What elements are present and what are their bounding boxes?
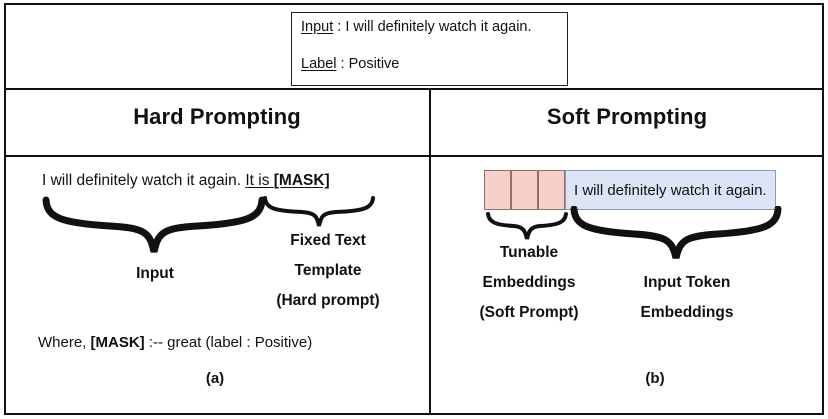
- label-fixed-text: Fixed Text: [290, 232, 366, 249]
- where-mask-token: [MASK]: [90, 334, 145, 351]
- hard-template-group: It is [MASK]: [245, 172, 329, 189]
- tunable-embedding-cell: [511, 170, 538, 210]
- example-input-value: I will definitely watch it again.: [345, 19, 532, 35]
- column-title-hard-prompting: Hard Prompting: [133, 104, 301, 129]
- brace-soft-input-token: [568, 206, 788, 264]
- brace-soft-tunable: [485, 212, 571, 242]
- input-token-embedding-box: I will definitely watch it again.: [565, 170, 776, 210]
- label-soft-prompt: (Soft Prompt): [479, 304, 579, 321]
- embedding-strip: I will definitely watch it again.: [484, 170, 776, 210]
- example-input-key: Input: [301, 19, 334, 35]
- label-tunable-embeddings: Embeddings: [482, 274, 576, 291]
- tunable-embedding-cell: [484, 170, 511, 210]
- example-input-line: Input : I will definitely watch it again…: [301, 20, 567, 35]
- subfigure-label-a: (a): [205, 370, 225, 387]
- where-prefix: Where,: [38, 334, 91, 351]
- divider-header: [6, 155, 824, 157]
- example-box: Input : I will definitely watch it again…: [291, 12, 568, 86]
- label-hard-prompt: (Hard prompt): [276, 292, 380, 309]
- example-label-line: Label : Positive: [301, 55, 567, 72]
- label-input-token-embeddings: Embeddings: [640, 304, 734, 321]
- figure-frame: [4, 3, 824, 415]
- example-input-sep: :: [333, 19, 346, 35]
- label-template: Template: [294, 262, 362, 279]
- example-label-key: Label: [301, 55, 337, 72]
- divider-vertical: [429, 88, 431, 414]
- example-label-value: Positive: [348, 55, 400, 72]
- divider-top: [6, 88, 824, 90]
- brace-hard-template: [262, 196, 376, 230]
- column-title-soft-prompting: Soft Prompting: [546, 104, 708, 129]
- where-suffix: :-- great (label : Positive): [144, 334, 313, 351]
- label-hard-input: Input: [136, 265, 174, 282]
- brace-hard-input: [40, 196, 268, 258]
- hard-input-text: I will definitely watch it again.: [42, 172, 242, 189]
- subfigure-label-b: (b): [645, 370, 665, 387]
- tunable-embedding-cell: [538, 170, 565, 210]
- hard-mask-token: [MASK]: [273, 172, 330, 189]
- label-input-token: Input Token: [643, 274, 731, 291]
- label-tunable: Tunable: [499, 244, 559, 261]
- hard-prompt-sentence: I will definitely watch it again. It is …: [42, 172, 330, 190]
- hard-template-prefix: It is: [245, 172, 274, 189]
- example-label-sep: :: [336, 55, 349, 72]
- where-clause: Where, [MASK] :-- great (label : Positiv…: [38, 334, 312, 351]
